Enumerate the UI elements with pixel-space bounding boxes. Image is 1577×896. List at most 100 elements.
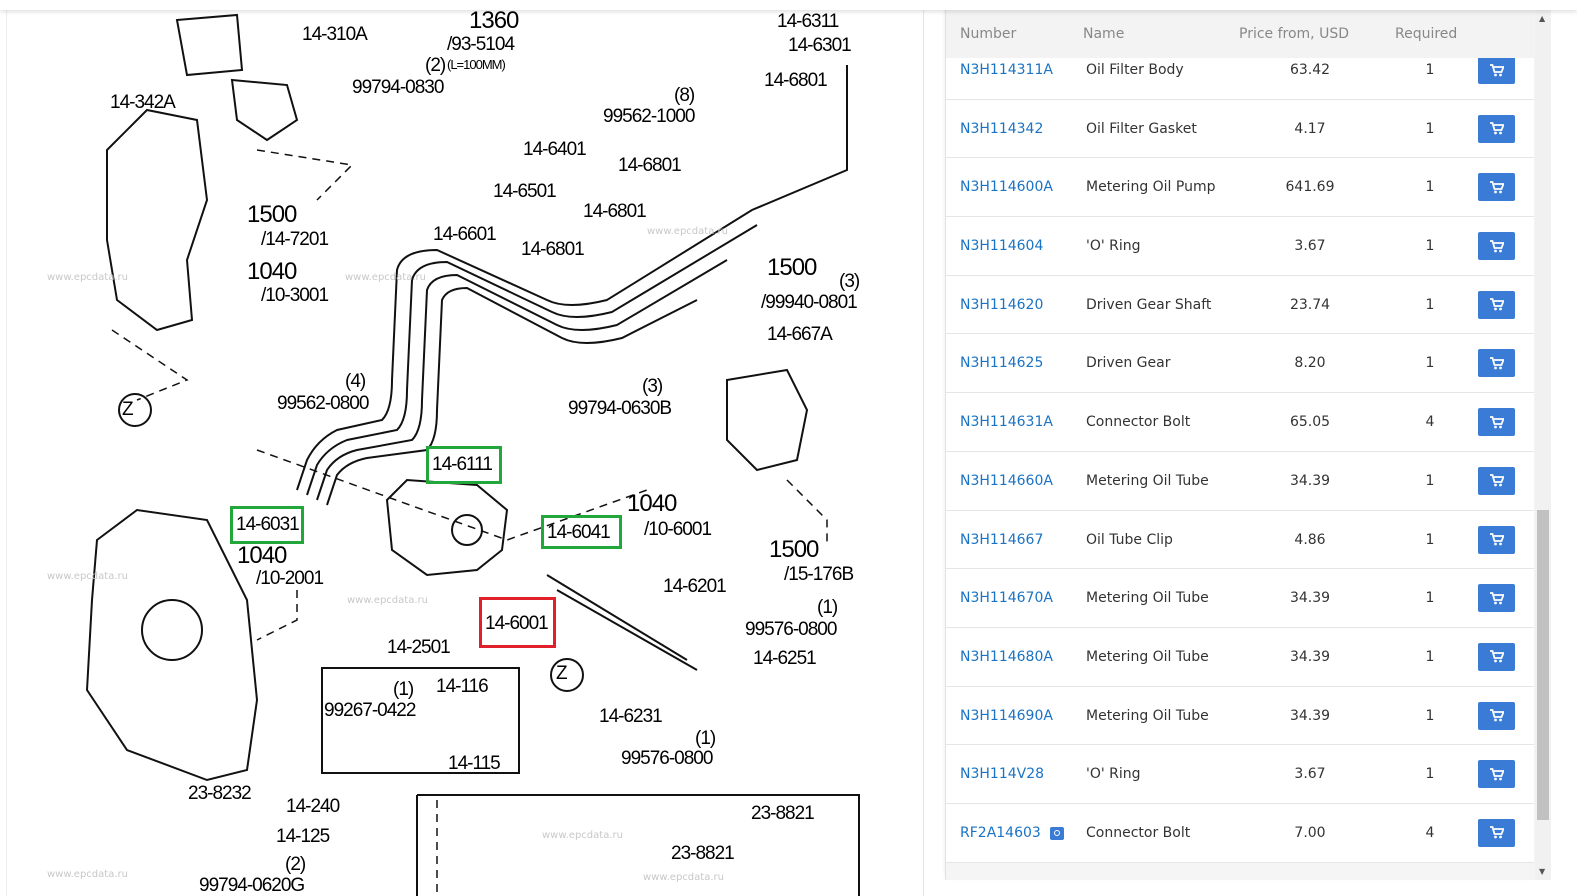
add-to-cart-button[interactable] bbox=[1478, 114, 1515, 143]
callout-qty: (3) bbox=[839, 271, 860, 292]
highlight-green[interactable]: 14-6041 bbox=[541, 515, 622, 549]
callout-label[interactable]: 14-6501 bbox=[493, 181, 557, 202]
callout-label[interactable]: 14-125 bbox=[276, 826, 330, 847]
callout-ref[interactable]: 1500 bbox=[247, 201, 297, 228]
part-number-link[interactable]: N3H114604 bbox=[960, 238, 1044, 255]
highlight-green[interactable]: 14-6111 bbox=[426, 446, 502, 484]
callout-label[interactable]: 14-6801 bbox=[618, 155, 682, 176]
callout-label[interactable]: 14-342A bbox=[110, 92, 176, 113]
add-to-cart-button[interactable] bbox=[1478, 584, 1515, 613]
callout-label: 14-6041 bbox=[547, 522, 611, 543]
callout-label[interactable]: 99794-0630B bbox=[568, 398, 672, 419]
callout-label[interactable]: 14-6801 bbox=[521, 239, 585, 260]
callout-label[interactable]: 23-8232 bbox=[188, 783, 252, 804]
part-price: 63.42 bbox=[1289, 62, 1331, 78]
add-to-cart-button[interactable] bbox=[1478, 408, 1515, 437]
callout-label[interactable]: 99562-0800 bbox=[277, 393, 369, 414]
header-name[interactable]: Name bbox=[1083, 26, 1125, 42]
callout-ref[interactable]: /99940-0801 bbox=[761, 292, 858, 313]
part-number-link[interactable]: N3H114690A bbox=[960, 707, 1053, 724]
part-number-link[interactable]: RF2A14603 bbox=[960, 824, 1041, 841]
add-to-cart-button[interactable] bbox=[1478, 232, 1515, 261]
callout-label[interactable]: 14-6801 bbox=[583, 201, 647, 222]
callout-label[interactable]: 14-6231 bbox=[599, 706, 663, 727]
watermark: www.epcdata.ru bbox=[345, 272, 426, 283]
part-number-link[interactable]: N3H114620 bbox=[960, 296, 1044, 313]
callout-label[interactable]: 14-240 bbox=[286, 796, 340, 817]
callout-label[interactable]: 99576-0800 bbox=[621, 748, 713, 769]
callout-ref[interactable]: /15-176B bbox=[784, 564, 854, 585]
part-number-link[interactable]: N3H114600A bbox=[960, 179, 1053, 196]
add-to-cart-button[interactable] bbox=[1478, 290, 1515, 319]
part-number-link[interactable]: N3H114667 bbox=[960, 531, 1044, 548]
scrollbar[interactable]: ▲ ▼ bbox=[1535, 10, 1551, 880]
callout-ref[interactable]: /10-2001 bbox=[256, 568, 324, 589]
header-number[interactable]: Number bbox=[960, 26, 1017, 42]
callout-label[interactable]: 99562-1000 bbox=[603, 106, 695, 127]
callout-ref[interactable]: 1040 bbox=[247, 258, 297, 285]
callout-label[interactable]: 14-6301 bbox=[788, 35, 852, 56]
callout-label[interactable]: 14-116 bbox=[436, 676, 489, 697]
parts-diagram[interactable]: 14-310A 1360 /93-5104 (L=100MM) 14-6311 … bbox=[6, 0, 924, 896]
cart-icon bbox=[1489, 709, 1504, 722]
callout-label[interactable]: 99267-0422 bbox=[324, 700, 416, 721]
add-to-cart-button[interactable] bbox=[1478, 701, 1515, 730]
callout-label[interactable]: 14-667A bbox=[767, 324, 833, 345]
add-to-cart-button[interactable] bbox=[1478, 349, 1515, 378]
engine-block-left bbox=[85, 108, 259, 782]
header-required[interactable]: Required bbox=[1395, 26, 1458, 42]
callout-label[interactable]: 99794-0830 bbox=[352, 77, 444, 98]
dashed-guides bbox=[111, 149, 828, 896]
callout-ref[interactable]: /10-3001 bbox=[261, 285, 329, 306]
callout-label[interactable]: 14-2501 bbox=[387, 637, 451, 658]
callout-label[interactable]: 14-6601 bbox=[433, 224, 497, 245]
part-number-link[interactable]: N3H114311A bbox=[960, 62, 1053, 78]
callout-ref[interactable]: /10-6001 bbox=[644, 519, 712, 540]
part-number-link[interactable]: N3H114660A bbox=[960, 472, 1053, 489]
add-to-cart-button[interactable] bbox=[1478, 56, 1515, 84]
part-number-link[interactable]: N3H114625 bbox=[960, 355, 1044, 372]
callout-ref[interactable]: 1040 bbox=[627, 490, 677, 517]
callout-ref[interactable]: 1500 bbox=[767, 254, 817, 281]
part-name: 'O' Ring bbox=[1086, 238, 1141, 255]
add-to-cart-button[interactable] bbox=[1478, 525, 1515, 554]
callout-ref[interactable]: 1500 bbox=[769, 536, 819, 563]
part-number-link[interactable]: N3H114V28 bbox=[960, 766, 1045, 783]
add-to-cart-button[interactable] bbox=[1478, 818, 1515, 847]
callout-label[interactable]: 14-115 bbox=[448, 753, 501, 774]
part-number-link[interactable]: N3H114680A bbox=[960, 648, 1053, 665]
callout-label[interactable]: 14-6201 bbox=[663, 576, 727, 597]
scroll-down-icon[interactable]: ▼ bbox=[1539, 867, 1546, 876]
part-number-link[interactable]: N3H114670A bbox=[960, 590, 1053, 607]
callout-label[interactable]: 99794-0620G bbox=[199, 875, 305, 896]
callout-qty: (2) bbox=[285, 854, 306, 875]
callout-label[interactable]: 14-310A bbox=[302, 24, 368, 45]
callout-label[interactable]: 14-6801 bbox=[764, 70, 828, 91]
highlight-red[interactable]: 14-6001 bbox=[479, 597, 556, 648]
add-to-cart-button[interactable] bbox=[1478, 173, 1515, 202]
add-to-cart-button[interactable] bbox=[1478, 760, 1515, 789]
callout-label[interactable]: 14-6251 bbox=[753, 648, 817, 669]
scroll-up-icon[interactable]: ▲ bbox=[1539, 14, 1546, 23]
callout-label[interactable]: 1360 bbox=[469, 7, 519, 34]
part-name: Connector Bolt bbox=[1086, 824, 1191, 841]
highlight-green[interactable]: 14-6031 bbox=[230, 506, 304, 544]
part-number-link[interactable]: N3H114631A bbox=[960, 414, 1053, 431]
scrollbar-thumb[interactable] bbox=[1537, 510, 1549, 820]
callout-ref[interactable]: /14-7201 bbox=[261, 229, 329, 250]
camera-icon[interactable] bbox=[1050, 826, 1064, 840]
callout-ref[interactable]: 1040 bbox=[237, 542, 287, 569]
callout-label[interactable]: 14-6401 bbox=[523, 139, 587, 160]
part-number-link[interactable]: N3H114342 bbox=[960, 120, 1044, 137]
callout-label[interactable]: 23-8821 bbox=[671, 843, 735, 864]
callout-label[interactable]: 99576-0800 bbox=[745, 619, 837, 640]
callout-qty: (3) bbox=[642, 376, 663, 397]
callout-label[interactable]: 23-8821 bbox=[751, 803, 815, 824]
callout-label[interactable]: /93-5104 bbox=[447, 34, 515, 55]
add-to-cart-button[interactable] bbox=[1478, 466, 1515, 495]
add-to-cart-button[interactable] bbox=[1478, 642, 1515, 671]
header-price[interactable]: Price from, USD bbox=[1239, 26, 1349, 42]
cart-icon bbox=[1489, 474, 1504, 487]
callout-label: 14-6001 bbox=[485, 613, 549, 634]
callout-label[interactable]: 14-6311 bbox=[777, 11, 839, 32]
